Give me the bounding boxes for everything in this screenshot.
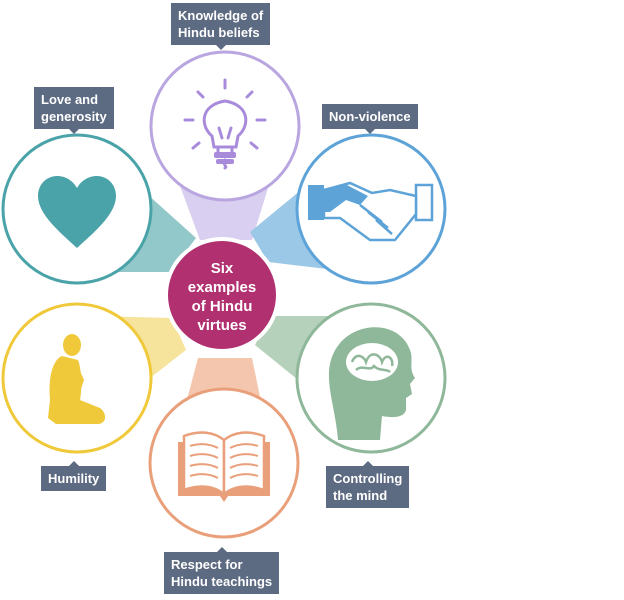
center-line-1: Six: [211, 260, 234, 277]
virtue-non-violence: [295, 133, 447, 285]
label-controlling-mind: Controlling the mind: [326, 461, 410, 508]
virtue-controlling-mind: [295, 302, 447, 454]
label-humility: Humility: [41, 461, 107, 491]
center-hub: Six examples of Hindu virtues: [164, 237, 280, 353]
label-non-violence: Non-violence: [322, 104, 418, 134]
label-knowledge: Knowledge of Hindu beliefs: [171, 3, 271, 50]
label-love: Love and generosity: [34, 87, 114, 134]
head-brain-icon: [328, 327, 415, 440]
heart-icon: [38, 176, 116, 248]
lightbulb-icon: [183, 78, 267, 170]
center-line-2: examples: [188, 279, 256, 296]
center-line-4: virtues: [197, 317, 246, 334]
virtue-respect: [148, 387, 300, 539]
open-book-icon: [178, 431, 270, 502]
center-line-3: of Hindu: [192, 298, 253, 315]
virtue-humility: [1, 302, 153, 454]
label-respect: Respect for Hindu teachings: [164, 547, 280, 594]
virtue-love: [1, 133, 153, 285]
virtue-knowledge: [149, 50, 301, 202]
kneeling-person-icon: [48, 334, 106, 424]
handshake-icon: [308, 181, 434, 242]
